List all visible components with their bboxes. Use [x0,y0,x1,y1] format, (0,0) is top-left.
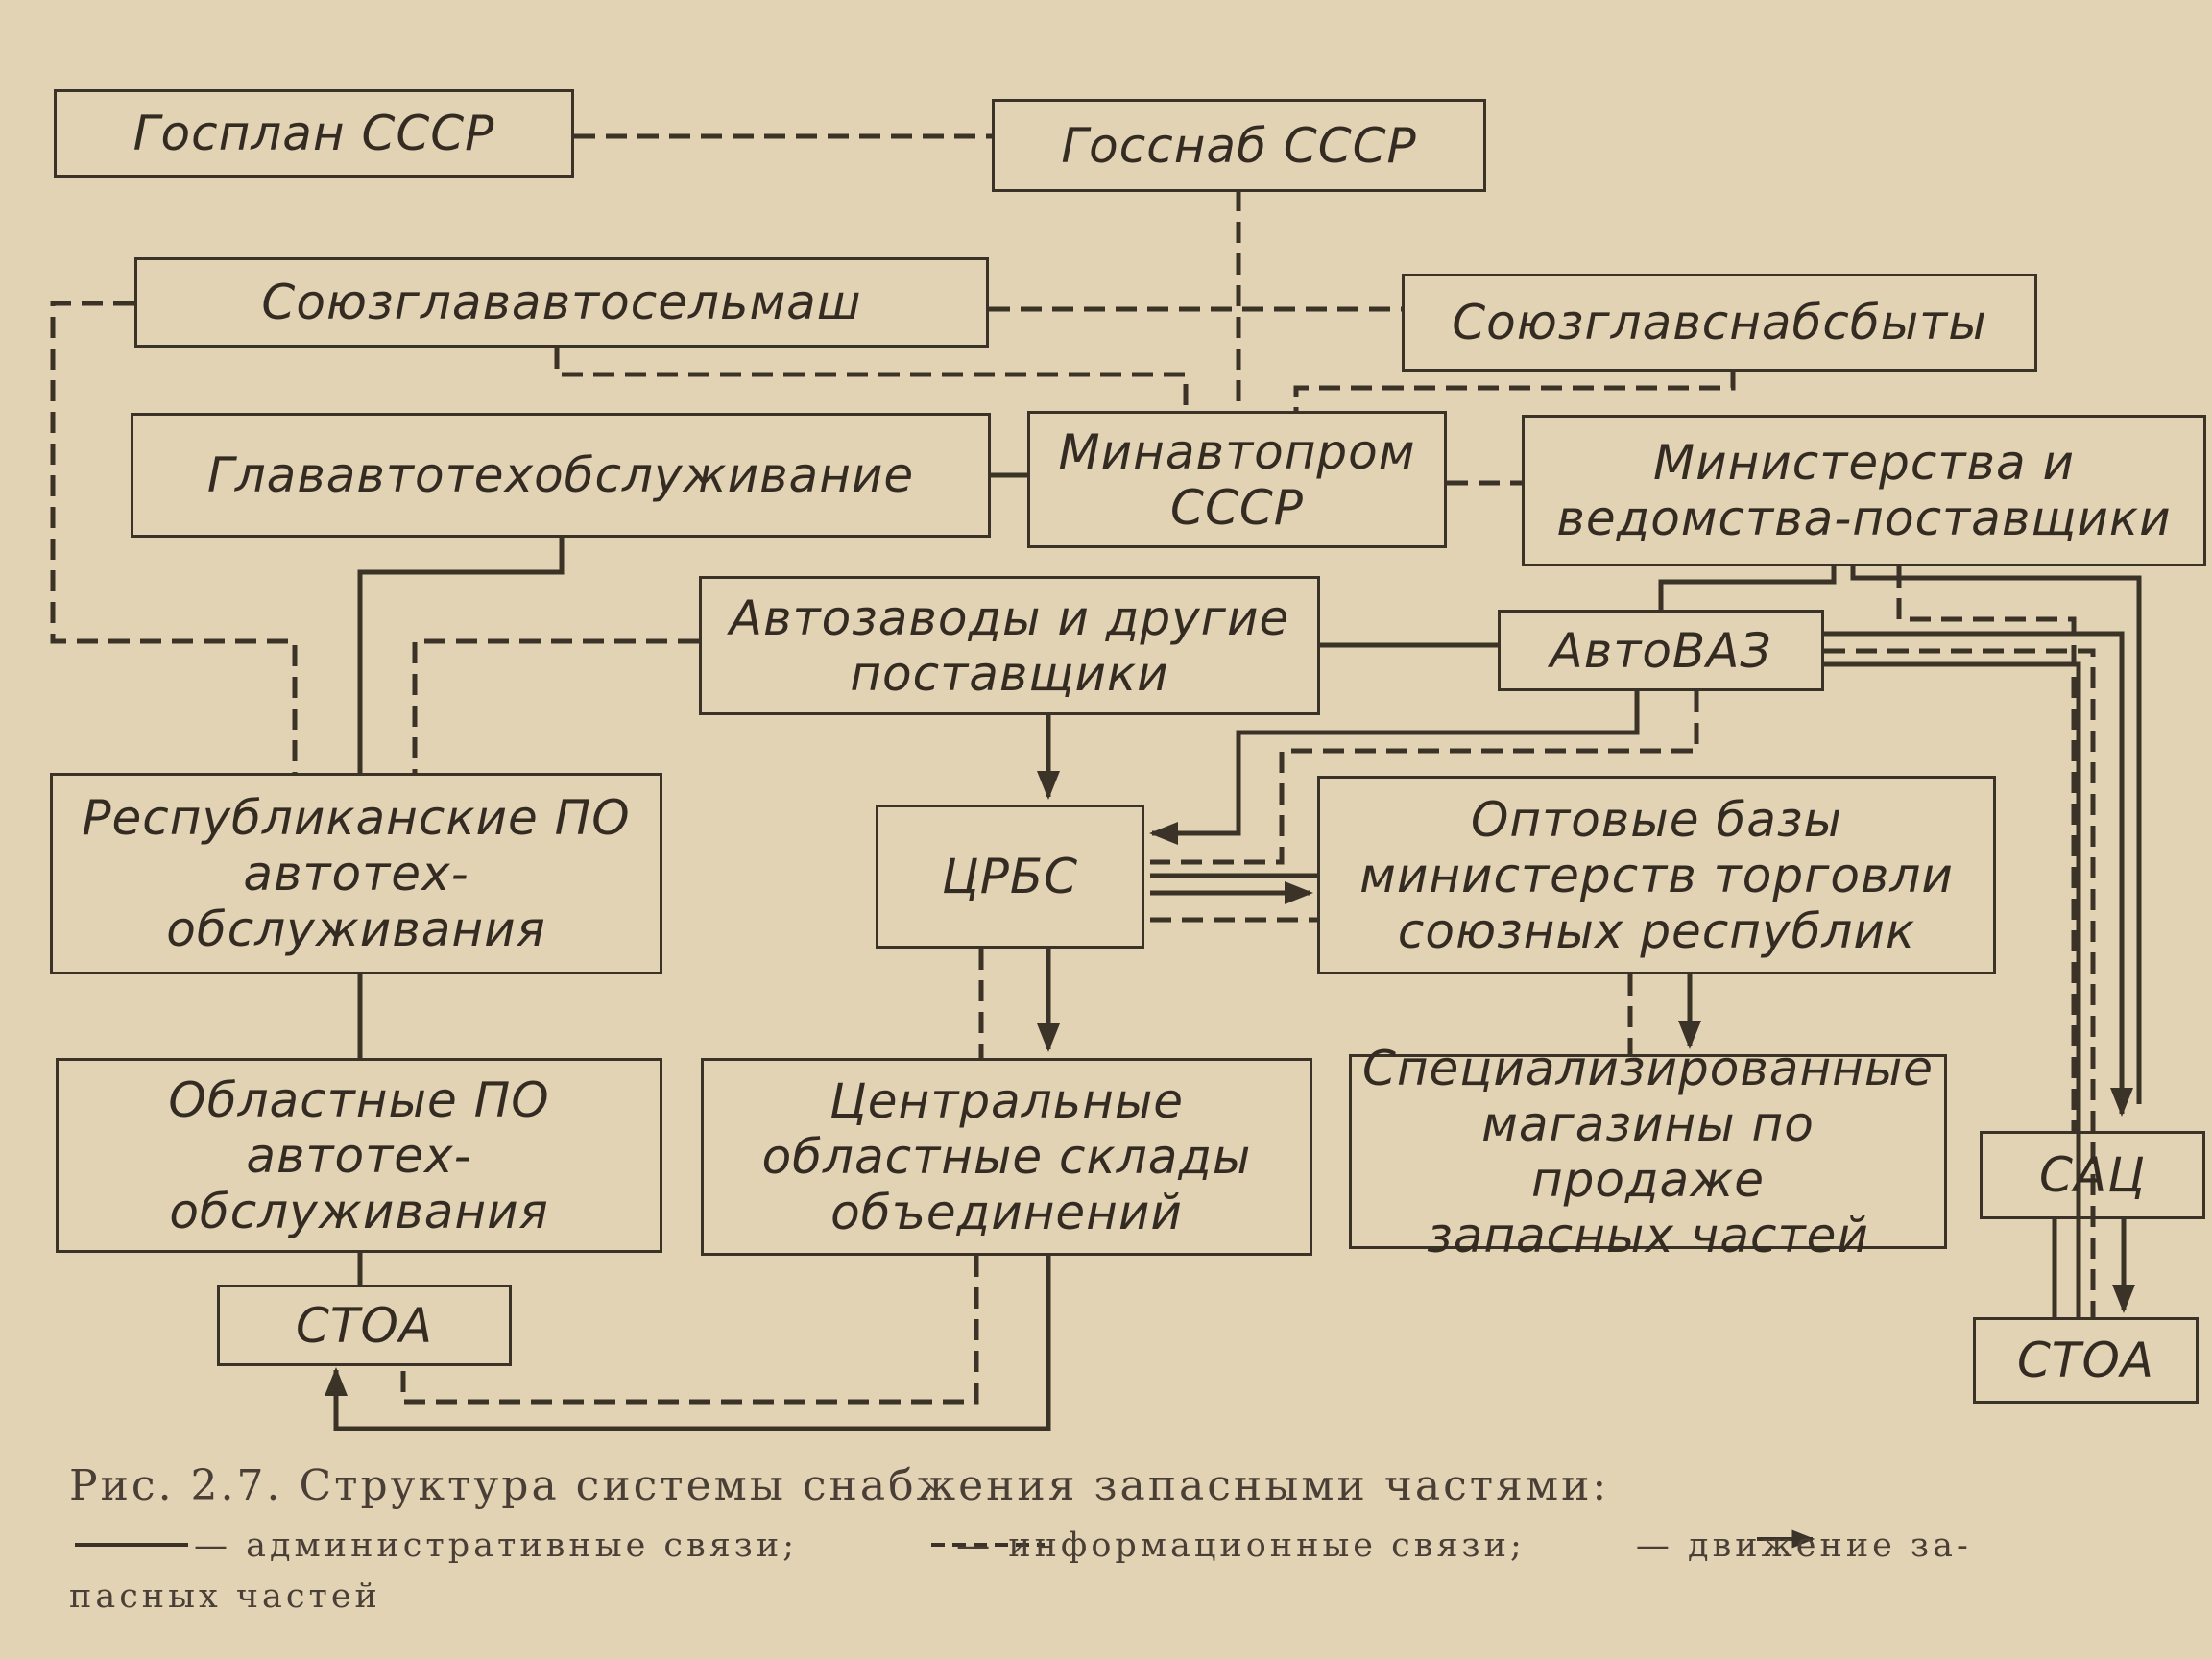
connector-centralnye-stoa-info [400,1256,979,1405]
box-optovye-bazy: Оптовые базы министерств торговли союзны… [1317,776,1996,974]
arrow-avtovaz-sac [1824,631,2133,1117]
figure-caption: Рис. 2.7. Структура системы снабжения за… [69,1461,1610,1510]
connector-avtovaz-stoa [1824,661,2081,1317]
box-specializirovannye-magaziny: Специализированные магазины по продаже з… [1349,1041,1947,1263]
box-minavtoprom: Минавтопром СССР [1027,411,1447,548]
legend-move-text-cont: пасных частей [69,1576,381,1616]
box-centralnye-sklady: Центральные областные склады объединений [701,1058,1312,1256]
box-oblastnye-po: Областные ПО автотех- обслуживания [56,1058,662,1253]
connector-avtozavody-respublikanskie [412,638,699,773]
box-avtozavody: Автозаводы и другие поставщики [699,576,1320,715]
box-gosplan: Госплан СССР [54,89,574,178]
box-ministries-suppliers: Министерства и ведомства-поставщики [1522,415,2206,566]
box-crbs: ЦРБС [876,805,1144,949]
arrow-centralnye-stoa [325,1256,1051,1431]
connector-ministries-avtovaz [1658,566,1837,611]
connector-soyuzglavsnab-minavtoprom [1293,369,1736,413]
box-avtovaz: АвтоВАЗ [1498,610,1824,691]
connector-soyuzglavavto-respublikanskie [50,301,298,773]
legend-admin-text: — административные связи; [194,1527,798,1565]
connector-avtovaz-crbs-info [1150,691,1699,865]
connector-ministries-sac-info [1896,566,2077,1131]
connector-avtovaz-stoa-info [1824,648,2096,1317]
box-soyuzglavavtoselmash: Союзглававтосельмаш [134,257,989,348]
connector-glavavtotekh-respublikanskie [357,538,565,773]
legend-move-text: — движение за- [1635,1527,1972,1565]
arrow-avtovaz-crbs [1149,691,1640,845]
box-respublikanskie-po: Республиканские ПО автотех- обслуживания [50,773,662,974]
box-stoa-right: СТОА [1973,1317,2199,1404]
box-gossnab: Госснаб СССР [992,99,1486,192]
box-soyuzglavsnabsbyty: Союзглавснабсбыты [1402,274,2037,372]
figure-legend: — административные связи; — информационн… [69,1521,2181,1622]
box-glavavtotekhobsluzhivanie: Глававтотехобслуживание [131,413,991,538]
box-stoa-left: СТОА [217,1285,512,1366]
legend-info-text: — информационные связи; [956,1527,1526,1565]
connector-soyuzglavavto-minavtoprom [554,348,1189,413]
connector-ministries-stoa [1850,566,2142,1104]
box-sac: САЦ [1980,1131,2205,1219]
